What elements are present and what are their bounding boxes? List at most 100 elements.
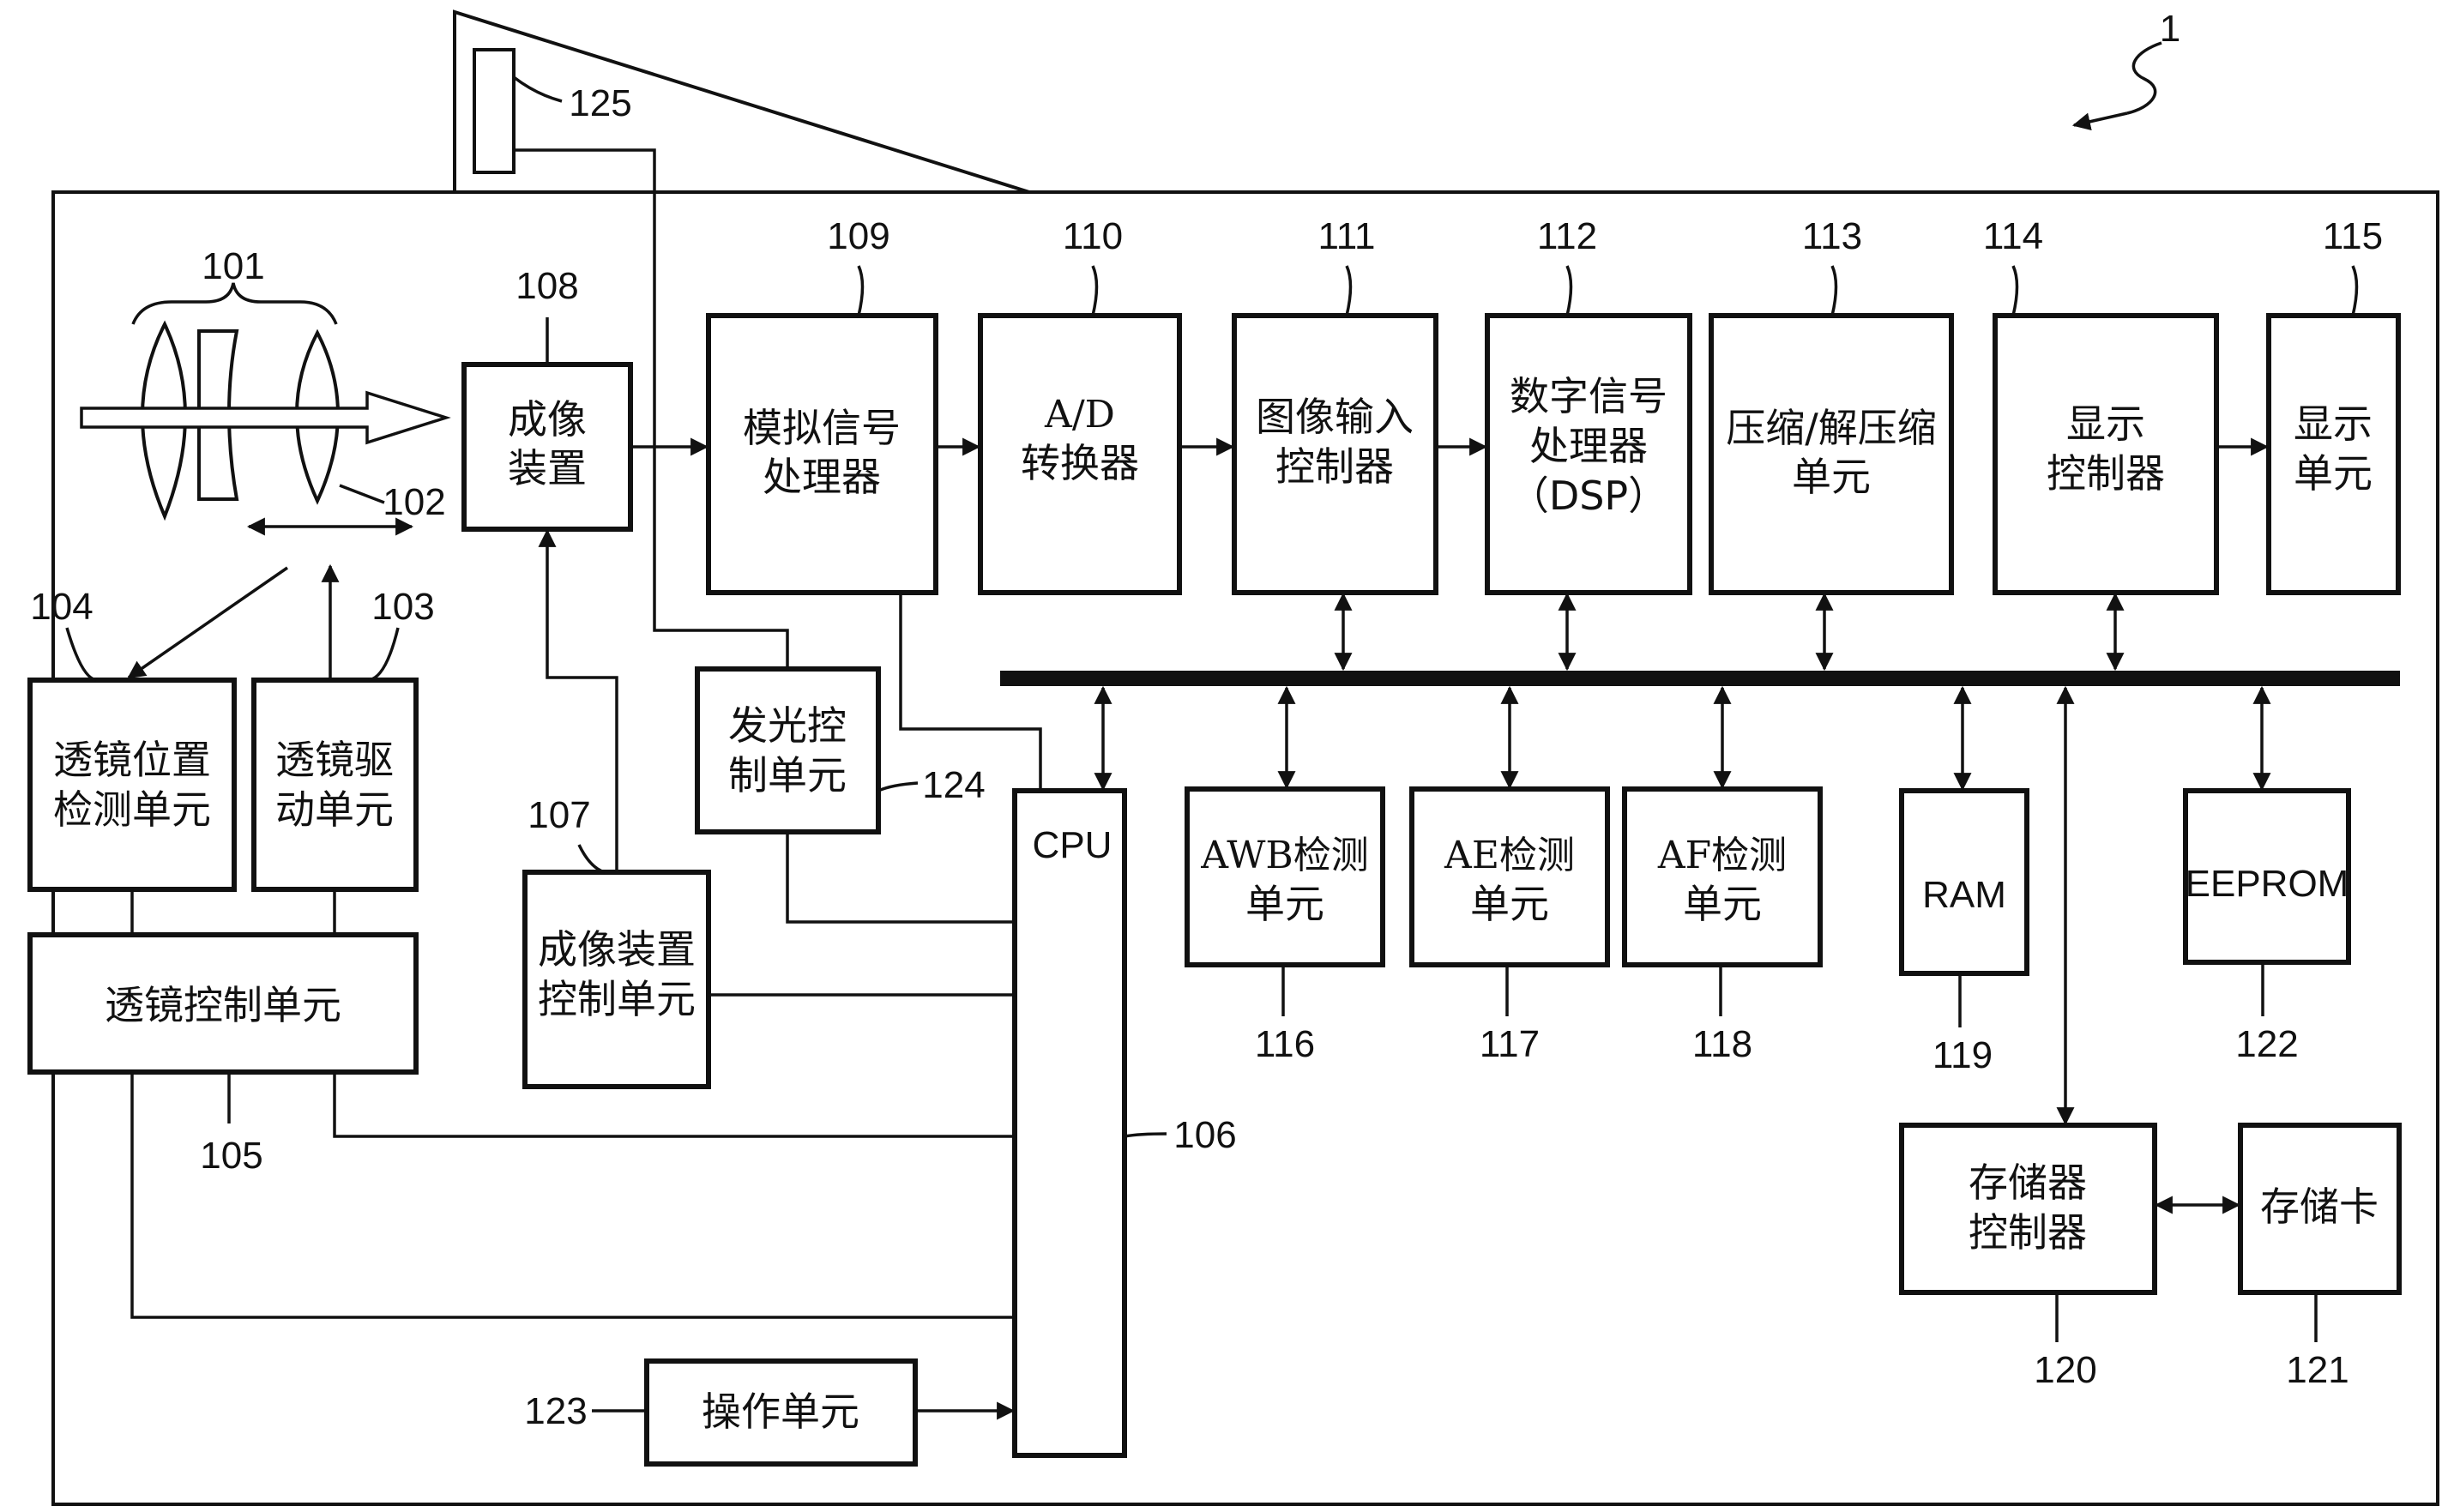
ref-112: 112 (1537, 215, 1597, 257)
flashctrl-to-cpu (786, 832, 1015, 924)
dsp-label-2: 处理器 (1529, 423, 1648, 469)
ae-label-1: AE检测 (1444, 834, 1575, 877)
cpu-label: CPU (1033, 824, 1112, 866)
ref-108: 108 (516, 265, 578, 307)
lens-driver-box (251, 678, 419, 892)
ae-label-2: 单元 (1470, 881, 1549, 927)
image-input-label-1: 图像输入 (1256, 394, 1414, 440)
imaging-device-label-2: 装置 (508, 445, 587, 491)
leader-112 (1565, 265, 1573, 316)
imaging-device-label-1: 成像 (508, 396, 587, 443)
ref-121: 121 (2286, 1349, 2349, 1391)
display-controller-label-2: 控制器 (2047, 450, 2165, 497)
leader-109 (857, 265, 865, 316)
ad-converter-label-1: A/D (1044, 393, 1115, 437)
ref-113: 113 (1802, 215, 1862, 257)
ref-110: 110 (1063, 215, 1123, 257)
leader-107 (577, 844, 606, 874)
memory-controller-label-2: 控制器 (1969, 1209, 2087, 1256)
memory-controller-label-1: 存储器 (1969, 1160, 2087, 1206)
ref-106: 106 (1173, 1114, 1236, 1156)
compression-label-1: 压缩/解压缩 (1726, 405, 1937, 451)
lens-position-detector-box (27, 678, 237, 892)
operation-unit-label: 操作单元 (702, 1389, 859, 1435)
eeprom-box (2183, 788, 2351, 965)
ref-101: 101 (202, 245, 264, 287)
display-unit-label-2: 单元 (2294, 450, 2373, 497)
ref-124: 124 (922, 764, 985, 806)
ref-111: 111 (1318, 215, 1376, 257)
display-unit-box (2266, 313, 2401, 595)
awb-label-1: AWB检测 (1200, 834, 1369, 877)
dsp-box (1485, 313, 1692, 595)
ram-label: RAM (1922, 874, 2006, 916)
dsp-label-3: （DSP） (1510, 473, 1667, 519)
flash-controller-label-1: 发光控 (728, 702, 847, 749)
flash-wire (514, 148, 789, 669)
af-label-1: AF检测 (1657, 834, 1787, 877)
dsp-label-1: 数字信号 (1510, 373, 1667, 419)
display-controller-label-1: 显示 (2066, 401, 2145, 447)
leader-114 (2011, 265, 2019, 316)
leader-111 (1345, 265, 1353, 316)
analog-to-cpu (899, 593, 1042, 791)
ref-105: 105 (200, 1135, 262, 1177)
image-input-label-2: 控制器 (1275, 443, 1394, 490)
connections (127, 148, 2271, 1420)
leader-106 (1124, 1132, 1167, 1138)
ref-114: 114 (1983, 215, 2043, 257)
memory-card-label: 存储卡 (2260, 1184, 2379, 1230)
lens-driver-label-2: 动单元 (275, 786, 394, 833)
display-unit-label-1: 显示 (2294, 401, 2373, 447)
eeprom-label: EEPROM (2186, 863, 2349, 905)
operation-unit-box (644, 1358, 918, 1467)
analog-processor-label-1: 模拟信号 (743, 405, 901, 451)
memory-controller-box (1899, 1123, 2157, 1295)
analog-processor-label-2: 处理器 (763, 454, 881, 500)
imaging-controller-label-2: 控制单元 (538, 976, 696, 1022)
af-label-2: 单元 (1683, 881, 1762, 927)
leader-113 (1830, 265, 1838, 316)
ae-detector-box (1409, 786, 1610, 967)
lens-group-bracket (131, 282, 338, 325)
optical-axis-arrow (80, 390, 451, 445)
ref-103: 103 (371, 586, 434, 628)
leader-115 (2351, 265, 2359, 316)
leader-124 (877, 781, 919, 792)
ref-119: 119 (1932, 1034, 1993, 1076)
cpu-box (1012, 788, 1127, 1458)
flash-controller-label-2: 制单元 (728, 752, 847, 798)
leader-104 (65, 627, 97, 682)
leader-125 (512, 75, 563, 103)
lens-position-label-2: 检测单元 (53, 786, 211, 833)
ref-116: 116 (1255, 1023, 1315, 1065)
compression-unit-box (1709, 313, 1954, 595)
figure-label-squiggle (2126, 41, 2162, 115)
flash-element (473, 48, 516, 174)
lensctrl-to-cpu-2 (130, 1072, 1015, 1319)
ref-107: 107 (528, 794, 590, 836)
leader-103 (368, 627, 400, 682)
ad-converter-label-2: 转换器 (1021, 440, 1139, 486)
ref-123: 123 (524, 1390, 587, 1432)
lens-assembly (80, 282, 451, 536)
awb-label-2: 单元 (1245, 881, 1324, 927)
ref-104: 104 (30, 586, 93, 628)
flash-housing-outline (453, 9, 1030, 194)
imaging-controller-label-1: 成像装置 (538, 926, 696, 973)
ref-120: 120 (2034, 1349, 2096, 1391)
imaging-device-controller-box (522, 870, 711, 1089)
lens-controller-label: 透镜控制单元 (105, 982, 341, 1028)
ref-117: 117 (1480, 1023, 1540, 1065)
ref-102-leader (339, 484, 385, 504)
reference-leaders (65, 75, 2359, 1413)
lens-controller-box (27, 932, 419, 1075)
lensctrl-to-cpu-1 (333, 1072, 1015, 1138)
ref-102: 102 (383, 481, 445, 523)
lens-driver-label-1: 透镜驱 (275, 737, 394, 783)
leader-110 (1091, 265, 1099, 316)
ref-115: 115 (2323, 215, 2383, 257)
figure-label: 1 (2160, 8, 2180, 50)
figure-label-arrow (2071, 111, 2128, 131)
